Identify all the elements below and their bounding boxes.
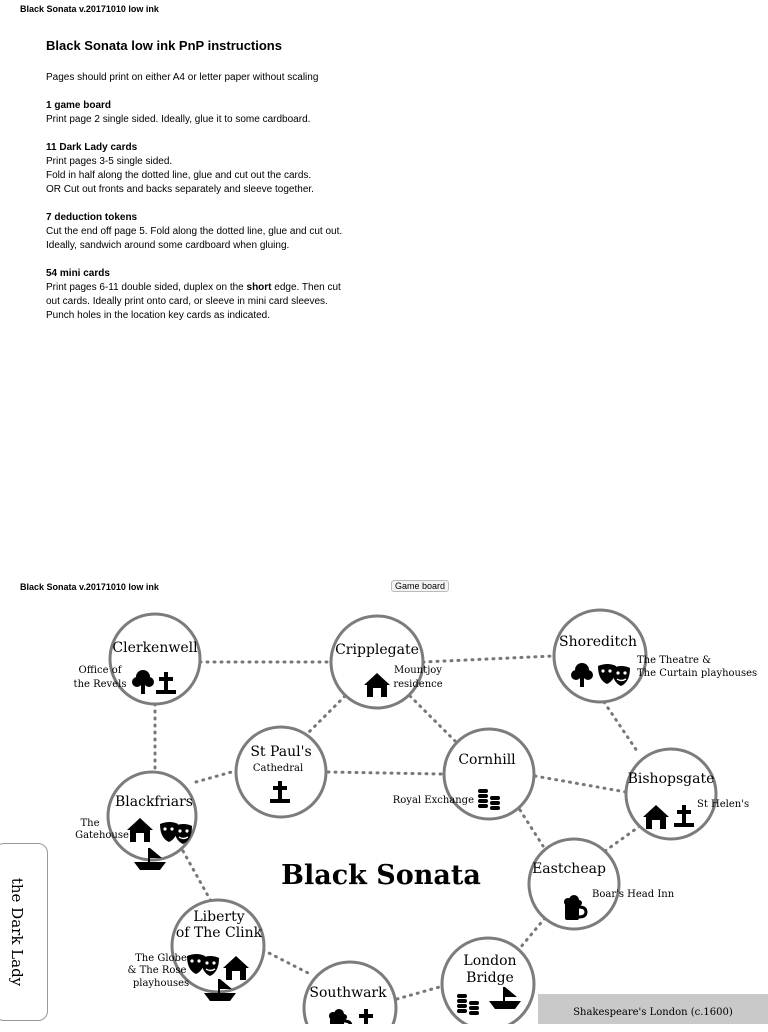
section-line: Print pages 6-11 double sided, duplex on… bbox=[46, 282, 341, 293]
board-title: Black Sonata bbox=[281, 860, 481, 891]
section-line: Fold in half along the dotted line, glue… bbox=[46, 170, 312, 181]
location-london-bridge-2: Bridge bbox=[466, 970, 514, 986]
landmark-office-revels: the Revels bbox=[74, 679, 127, 690]
landmark-theatre: The Curtain playhouses bbox=[637, 668, 757, 679]
location-eastcheap: Eastcheap bbox=[532, 861, 606, 877]
location-blackfriars: Blackfriars bbox=[115, 794, 193, 810]
location-cripplegate: Cripplegate bbox=[335, 642, 419, 658]
board-footer: Shakespeare's London (c.1600) bbox=[538, 994, 768, 1024]
landmark-globe: & The Rose bbox=[128, 965, 187, 976]
section-line: OR Cut out fronts and backs separately a… bbox=[46, 184, 314, 195]
section-line: out cards. Ideally print onto card, or s… bbox=[46, 296, 328, 307]
location-cornhill: Cornhill bbox=[458, 752, 516, 768]
location-names: Clerkenwell Cripplegate Shoreditch St Pa… bbox=[112, 634, 714, 1001]
game-board-label: Game board bbox=[391, 580, 450, 592]
landmark-gatehouse: The bbox=[80, 818, 99, 829]
location-southwark: Southwark bbox=[309, 985, 387, 1001]
location-st-pauls: St Paul's bbox=[250, 744, 311, 760]
location-london-bridge-1: London bbox=[463, 953, 516, 969]
landmark-boars-head: Boar's Head Inn bbox=[592, 889, 675, 900]
location-clerkenwell: Clerkenwell bbox=[112, 640, 198, 656]
section-line: Print page 2 single sided. Ideally, glue… bbox=[46, 114, 311, 125]
landmark-globe: playhouses bbox=[133, 978, 189, 989]
landmark-mountjoy: Mountjoy bbox=[394, 665, 442, 676]
location-bishopsgate: Bishopsgate bbox=[628, 771, 715, 787]
location-liberty-2: of The Clink bbox=[176, 925, 263, 941]
landmark-royal-exchange: Royal Exchange bbox=[393, 795, 474, 806]
page-header: Black Sonata v.20171010 low ink bbox=[20, 582, 159, 592]
intro-text: Pages should print on either A4 or lette… bbox=[46, 72, 319, 83]
instructions-body: Pages should print on either A4 or lette… bbox=[46, 71, 446, 323]
location-shoreditch: Shoreditch bbox=[559, 634, 637, 650]
landmark-st-helens: St Helen's bbox=[697, 799, 749, 810]
landmark-gatehouse: Gatehouse bbox=[75, 830, 129, 841]
section-heading: 11 Dark Lady cards bbox=[46, 142, 138, 153]
board-routes bbox=[153, 654, 642, 1001]
section-heading: 7 deduction tokens bbox=[46, 212, 138, 223]
dark-lady-tab: the Dark Lady bbox=[0, 843, 48, 1021]
dark-lady-label: the Dark Lady bbox=[8, 877, 26, 987]
landmark-mountjoy: residence bbox=[393, 679, 442, 690]
landmark-globe: The Globe bbox=[135, 953, 187, 964]
location-liberty-1: Liberty bbox=[193, 909, 244, 925]
section-line: Punch holes in the location key cards as… bbox=[46, 310, 271, 321]
board-footer-text: Shakespeare's London (c.1600) bbox=[573, 1007, 733, 1018]
page-header: Black Sonata v.20171010 low ink bbox=[20, 4, 159, 14]
section-line: Ideally, sandwich around some cardboard … bbox=[46, 240, 290, 251]
section-heading: 54 mini cards bbox=[46, 268, 110, 279]
landmark-office-revels: Office of bbox=[79, 665, 123, 676]
landmark-labels: Office of the Revels Mountjoy residence … bbox=[74, 655, 758, 989]
section-heading: 1 game board bbox=[46, 100, 112, 111]
game-board: Clerkenwell Cripplegate Shoreditch St Pa… bbox=[74, 608, 758, 1024]
section-line: Print pages 3-5 single sided. bbox=[46, 156, 173, 167]
instructions-title: Black Sonata low ink PnP instructions bbox=[46, 38, 282, 53]
section-line: Cut the end off page 5. Fold along the d… bbox=[46, 226, 343, 237]
location-st-pauls-sub: Cathedral bbox=[253, 763, 303, 774]
landmark-theatre: The Theatre & bbox=[637, 655, 711, 666]
location-icons bbox=[127, 663, 694, 1024]
